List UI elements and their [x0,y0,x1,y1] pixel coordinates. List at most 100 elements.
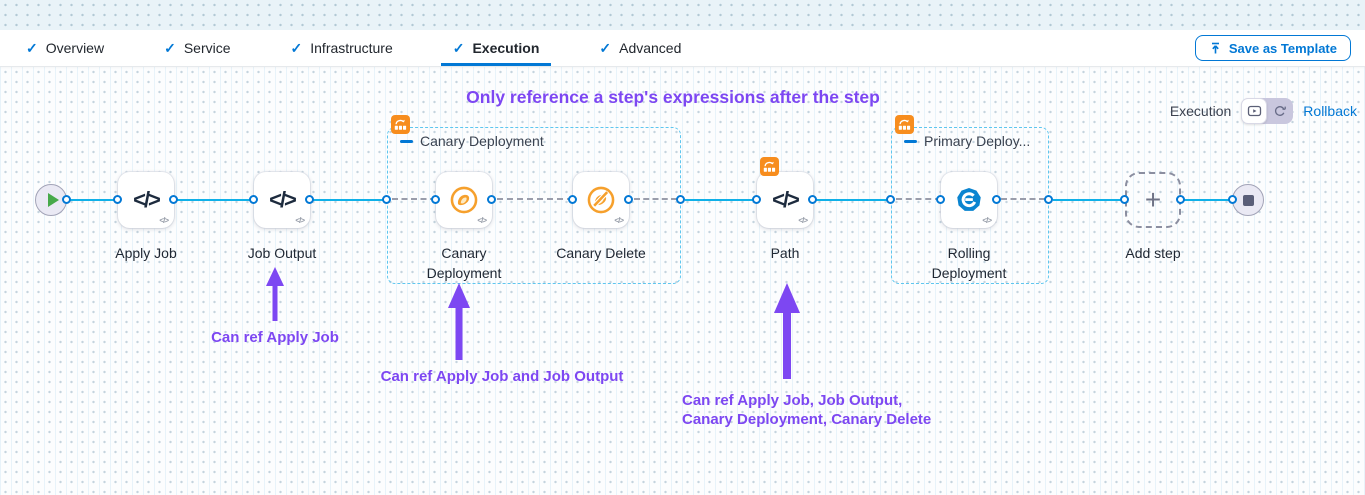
connector-dot [431,195,440,204]
check-icon: ✓ [26,39,38,56]
arrow-up-annotation [445,283,473,366]
collapse-icon[interactable] [400,139,413,143]
connector-dot [487,195,496,204]
annotation-ref-job-output: Can ref Apply Job [211,329,339,346]
connector-dot [568,195,577,204]
step-node-canary-delete[interactable]: </> [573,172,629,228]
rollback-link[interactable]: Rollback [1303,103,1357,119]
connector-dot [1120,195,1129,204]
connector-line-dashed [392,198,436,200]
code-icon: </> [133,187,161,212]
annotation-ref-path: Can ref Apply Job, Job Output, Canary De… [682,391,982,429]
connector-line [1181,199,1232,201]
step-label-path: Path [770,245,800,261]
tab-advanced[interactable]: ✓ Advanced [587,30,693,66]
step-label-job-output: Job Output [247,245,317,261]
connector-dot [624,195,633,204]
connector-dot [936,195,945,204]
rollback-toggle-icon[interactable] [1267,98,1293,124]
add-step-button[interactable]: + [1125,172,1181,228]
stage-tabbar: ✓ Overview ✓ Service ✓ Infrastructure ✓ … [0,30,1365,67]
step-node-job-output[interactable]: </> </> [254,172,310,228]
step-node-canary-deployment[interactable]: </> [436,172,492,228]
execution-canvas[interactable]: Only reference a step's expressions afte… [0,67,1365,495]
group-label: Primary Deploy... [924,133,1031,149]
tab-overview[interactable]: ✓ Overview [14,30,116,66]
save-as-template-label: Save as Template [1228,40,1337,56]
arrow-up-annotation [771,283,803,385]
execution-mode-label: Execution [1169,103,1232,119]
tab-label: Service [183,40,231,56]
connector-line-dashed [497,198,573,200]
connector-dot [305,195,314,204]
step-label-apply-job: Apply Job [115,245,177,261]
execution-rollback-switch: Execution Rollback [1170,98,1357,124]
mode-toggle[interactable] [1241,98,1294,124]
connector-line [685,199,757,201]
collapse-icon[interactable] [904,139,917,143]
step-node-path[interactable]: </> </> [757,172,813,228]
canvas-top-strip [0,0,1365,30]
save-as-template-button[interactable]: Save as Template [1194,35,1351,61]
connector-dot [676,195,685,204]
step-label-rolling-deployment: Rolling Deployment [931,245,1007,281]
connector-line [1053,199,1125,201]
arrow-up-annotation [263,267,287,327]
connector-dot [113,195,122,204]
group-canary-header: Canary Deployment [400,133,544,149]
step-type-code-icon: </> [982,216,992,225]
group-primary-header: Primary Deploy... [904,133,1030,149]
connector-line-dashed [896,198,941,200]
check-icon: ✓ [164,39,176,56]
plus-icon: + [1144,184,1162,215]
annotation-ref-canary: Can ref Apply Job and Job Output [380,368,624,385]
rollout-badge-icon [391,115,410,134]
connector-dot [249,195,258,204]
connector-dot [382,195,391,204]
connector-dot [1176,195,1185,204]
rollout-badge-icon [760,157,779,176]
tab-label: Execution [472,40,540,56]
rollout-badge-icon [895,115,914,134]
step-type-code-icon: </> [295,216,305,225]
upload-icon [1209,42,1222,55]
connector-line [813,199,891,201]
step-type-code-icon: </> [614,216,624,225]
tab-infrastructure[interactable]: ✓ Infrastructure [279,30,405,66]
connector-line [310,199,387,201]
connector-line-dashed [634,198,677,200]
step-type-code-icon: </> [798,216,808,225]
tab-service[interactable]: ✓ Service [152,30,242,66]
annotation-ref-path-line1: Can ref Apply Job, Job Output, [682,392,903,409]
group-label: Canary Deployment [420,133,544,149]
group-canary-deployment[interactable] [387,127,681,284]
connector-dot [808,195,817,204]
connector-dot [1228,195,1237,204]
step-node-rolling-deployment[interactable]: </> [941,172,997,228]
code-icon: </> [269,187,297,212]
connector-dot [752,195,761,204]
step-label-canary-delete: Canary Delete [556,245,646,261]
connector-dot [169,195,178,204]
connector-line-dashed [1001,198,1045,200]
step-type-code-icon: </> [159,216,169,225]
connector-line [67,199,118,201]
tab-label: Infrastructure [310,40,393,56]
connector-dot [62,195,71,204]
group-primary-deployment[interactable] [891,127,1049,284]
canary-icon [448,184,480,216]
tab-execution[interactable]: ✓ Execution [440,30,552,66]
step-node-apply-job[interactable]: </> </> [118,172,174,228]
execution-toggle-icon[interactable] [1241,98,1268,124]
pipeline-start-node[interactable] [35,184,67,216]
check-icon: ✓ [290,39,303,56]
annotation-ref-path-line2: Canary Deployment, Canary Delete [682,411,932,428]
connector-line [174,199,254,201]
rolling-deployment-icon [953,184,985,216]
play-icon [47,193,59,207]
tab-label: Advanced [619,40,682,56]
stop-icon [1242,194,1254,206]
canary-delete-icon [585,184,617,216]
tab-label: Overview [45,40,105,56]
